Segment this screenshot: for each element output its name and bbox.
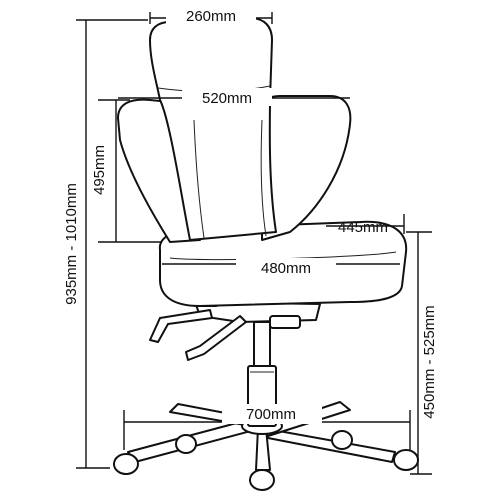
backrest-width-label: 520mm: [202, 90, 252, 107]
backrest: [117, 17, 352, 243]
back-height-label: 495mm: [91, 145, 108, 195]
seat-width-label: 480mm: [261, 260, 311, 277]
seat-height-label: 450mm - 525mm: [421, 305, 438, 418]
seat-depth-label: 445mm: [338, 219, 388, 236]
chair-casters: [113, 430, 419, 491]
seat-mechanism: [149, 295, 321, 361]
dimension-labels: 260mm 520mm 495mm 935mm - 1010mm 445mm 4…: [63, 6, 438, 424]
base-width-label: 700mm: [246, 406, 296, 423]
back-width-label: 260mm: [186, 8, 236, 25]
overall-height-label: 935mm - 1010mm: [63, 183, 80, 305]
